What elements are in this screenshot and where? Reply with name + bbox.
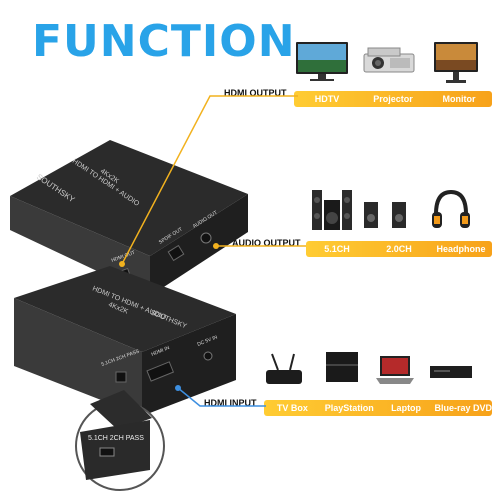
hdmi-input-line [177,387,266,407]
hdmi-output-line [121,95,298,265]
speaker-2-0-icon [364,202,406,228]
hdmi-output-item: Projector [373,94,413,104]
hdtv-icon [296,42,348,81]
device-top: HDMI OUT SPDIF OUT AUDIO OUT SOUTHSKY HD… [10,140,248,296]
bluray-dvd-icon [430,366,472,378]
hdmi-input-item: PlayStation [324,403,374,413]
dc-port-icon [203,351,213,361]
audio-output-item: 5.1CH [324,244,350,254]
hdmi-input-item: Blue-ray DVD [434,403,492,413]
zoom-switch-label: 5.1CH 2CH PASS [88,435,144,442]
page-title: FUNCTION [32,16,296,67]
hdmi-input-label: HDMI INPUT [204,398,257,408]
speaker-5-1-icon [312,190,352,230]
hdmi-in-port-icon [146,361,175,382]
audio-output-bar: 5.1CH 2.0CH Headphone [306,241,492,257]
audio-output-label: AUDIO OUTPUT [232,238,301,248]
tv-box-icon [266,353,302,384]
audio-output-item: Headphone [436,244,486,254]
projector-icon [363,47,415,73]
playstation-icon [326,352,358,382]
hdmi-output-item: HDTV [314,94,340,104]
monitor-icon [434,42,478,83]
switch-icon [115,371,127,383]
laptop-icon [376,356,414,384]
audio-output-item: 2.0CH [386,244,412,254]
hdmi-output-label: HDMI OUTPUT [224,88,287,98]
device-bottom: 5.1CH 2CH PASS HDMI IN DC 5V IN SOUTHSKY… [14,266,236,416]
hdmi-input-bar: TV Box PlayStation Laptop Blue-ray DVD [264,400,492,416]
headphone-icon [432,189,470,228]
hdmi-input-item: TV Box [276,403,308,413]
audio-jack-icon [200,232,212,244]
hdmi-output-bar: HDTV Projector Monitor [294,91,492,107]
hdmi-output-item: Monitor [442,94,476,104]
spdif-port-icon [167,244,185,262]
hdmi-input-item: Laptop [391,403,422,413]
